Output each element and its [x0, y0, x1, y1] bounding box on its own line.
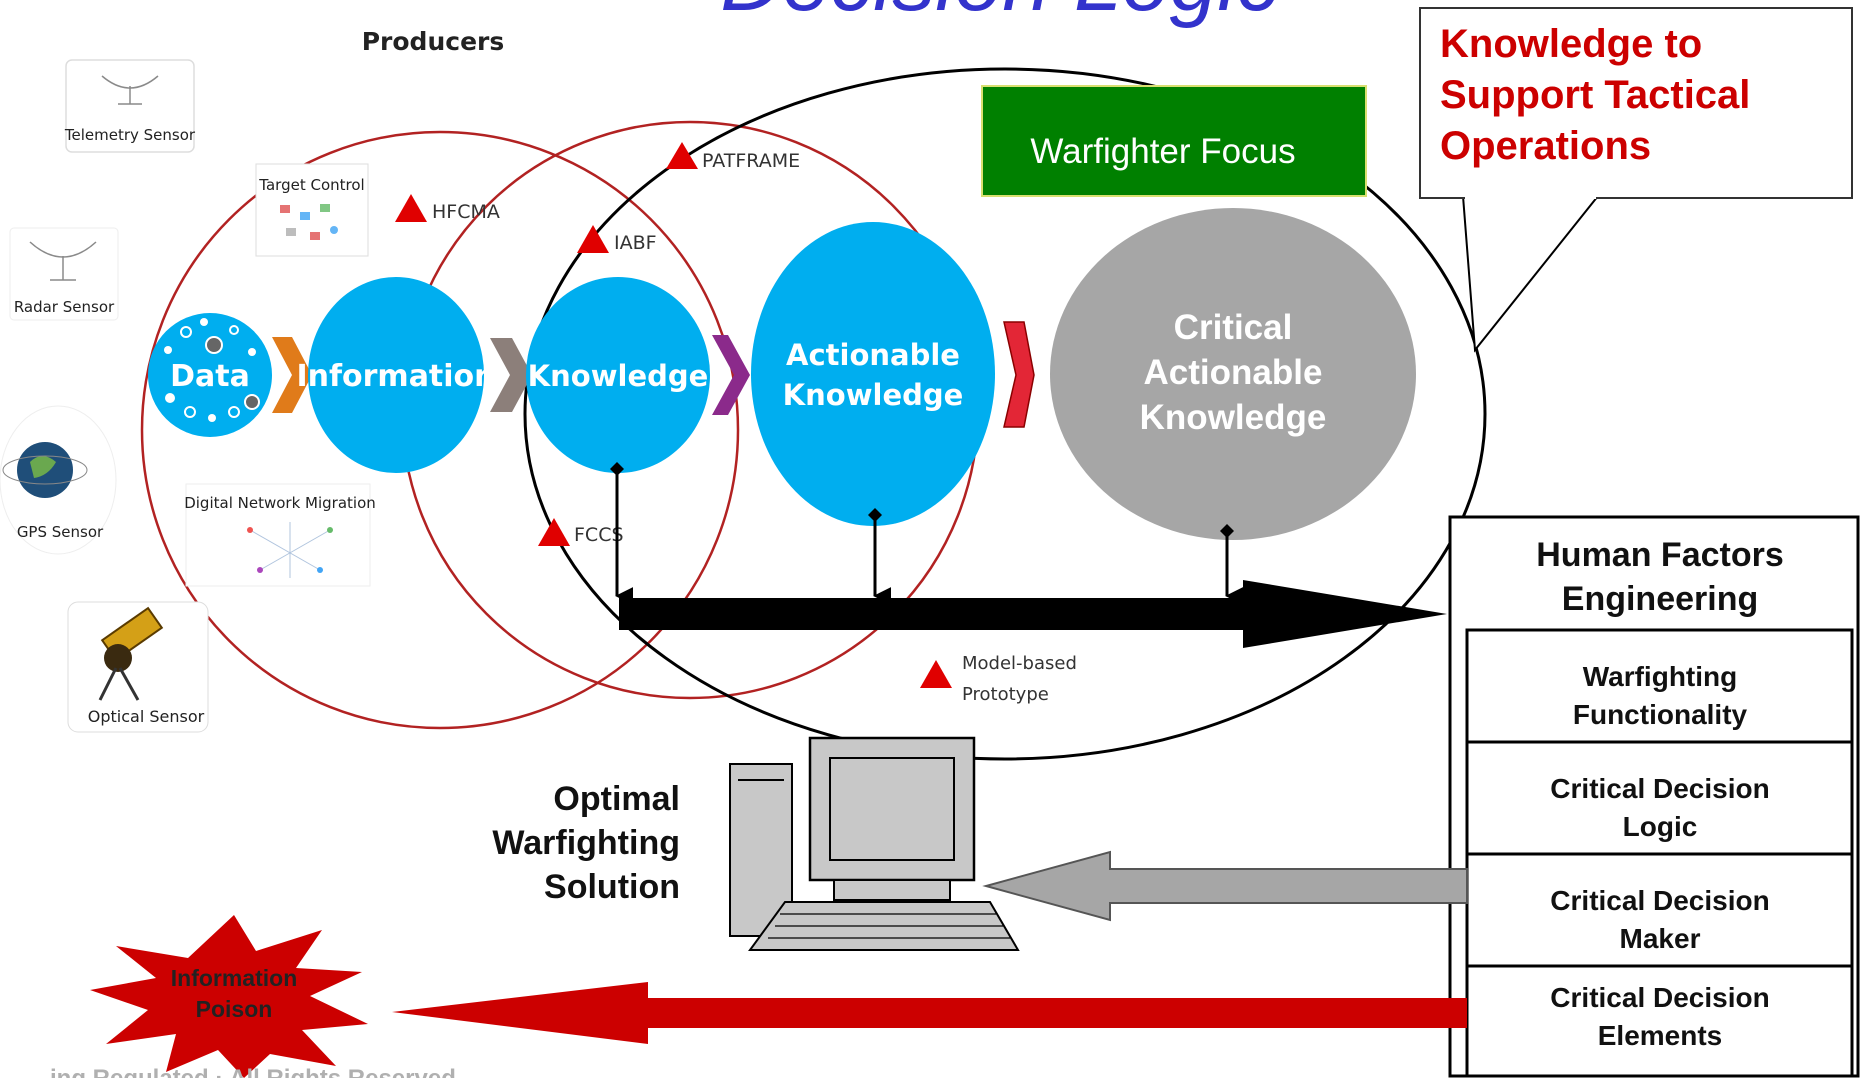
globe-icon	[2, 442, 88, 498]
model-based-label-2: Prototype	[962, 684, 1049, 705]
iabf-label: IABF	[614, 232, 657, 254]
knowledge-label: Knowledge	[528, 359, 709, 393]
starburst-icon	[90, 915, 368, 1078]
telemetry-sensor-label: Telemetry Sensor	[64, 126, 196, 144]
data-node: Data	[148, 313, 272, 437]
gps-sensor-label: GPS Sensor	[17, 523, 104, 541]
marker-fccs: FCCS	[538, 518, 624, 546]
producers-circle-left	[140, 130, 740, 730]
actionable-label-1: Actionable	[786, 338, 960, 372]
warfighter-focus-box	[981, 85, 1367, 197]
warning-triangle-icon	[538, 518, 570, 546]
information-label: Information	[296, 359, 495, 394]
hfe-row-elements	[1465, 964, 1854, 1078]
callout-line-3: Operations	[1440, 124, 1651, 168]
hfe-row-3-line-2: Maker	[1620, 923, 1701, 954]
producers-label: Producers	[362, 27, 505, 56]
model-based-label-1: Model-based	[962, 653, 1077, 674]
hfe-row-4-line-2: Elements	[1598, 1020, 1723, 1051]
knowledge-node: Knowledge	[526, 277, 710, 473]
radar-sensor-label: Radar Sensor	[14, 298, 115, 316]
marker-patframe: PATFRAME	[666, 142, 800, 172]
optical-sensor-label: Optical Sensor	[88, 707, 205, 726]
fccs-label: FCCS	[574, 524, 624, 546]
main-flow-arrow	[619, 580, 1447, 648]
hfe-row-1-line-1: Warfighting	[1583, 661, 1737, 692]
information-node: Information	[296, 277, 496, 473]
warning-triangle-icon	[920, 660, 952, 688]
information-poison-burst: Information Poison	[90, 915, 368, 1078]
critical-actionable-knowledge-node: Critical Actionable Knowledge	[1050, 208, 1416, 540]
marker-model-based-prototype: Model-based Prototype	[920, 653, 1077, 705]
feedback-arrow-gray	[982, 850, 1468, 922]
chevron-red-icon	[1003, 321, 1035, 428]
callout-line-1: Knowledge to	[1440, 22, 1702, 66]
solution-line-1: Optimal	[553, 780, 680, 818]
hfe-title-1: Human Factors	[1536, 536, 1784, 574]
hfe-title-2: Engineering	[1562, 580, 1758, 618]
warfighter-focus-label: Warfighter Focus	[1030, 132, 1295, 171]
connector-knowledge	[610, 462, 634, 605]
data-dots-decoration	[164, 318, 260, 422]
callout-pointer	[1462, 195, 1599, 353]
digital-network-migration-thumbnail: Digital Network Migration	[184, 483, 376, 587]
hfe-row-4-line-1: Critical Decision	[1550, 982, 1769, 1013]
warning-triangle-icon	[666, 142, 698, 169]
connector-actionable	[868, 508, 892, 605]
patframe-label: PATFRAME	[702, 150, 800, 172]
solution-line-3: Solution	[544, 868, 680, 906]
hfe-row-3-line-1: Critical Decision	[1550, 885, 1769, 916]
warfighter-focus-ellipse	[523, 67, 1487, 761]
chevron-purple-icon	[712, 335, 750, 415]
actionable-knowledge-node: Actionable Knowledge	[751, 222, 995, 526]
radar-dish-icon	[29, 241, 97, 281]
connector-critical	[1220, 524, 1244, 605]
hfe-row-2-line-2: Logic	[1623, 811, 1698, 842]
critical-label-3: Knowledge	[1140, 398, 1327, 437]
hfe-row-logic	[1465, 740, 1854, 856]
marker-iabf: IABF	[577, 225, 657, 254]
satellite-dish-icon	[101, 75, 159, 105]
telescope-icon	[98, 606, 164, 701]
poison-arrow-red	[392, 982, 1467, 1044]
hfe-row-2-line-1: Critical Decision	[1550, 773, 1769, 804]
target-control-thumbnail: Target Control	[255, 163, 369, 257]
callout-box	[1419, 7, 1853, 199]
warning-triangle-icon	[395, 194, 427, 222]
hfcma-label: HFCMA	[432, 201, 500, 223]
warning-triangle-icon	[577, 225, 609, 253]
telemetry-sensor: Telemetry Sensor	[64, 59, 196, 153]
chevron-gray-icon	[490, 338, 532, 412]
critical-label-2: Actionable	[1144, 353, 1323, 392]
chevron-orange-icon	[272, 337, 312, 413]
poison-label-1: Information	[171, 965, 298, 991]
digital-network-migration-label: Digital Network Migration	[184, 494, 376, 512]
optical-sensor: Optical Sensor	[67, 601, 209, 733]
poison-label-2: Poison	[196, 996, 273, 1022]
actionable-label-2: Knowledge	[783, 378, 964, 412]
hfe-row-1-line-2: Functionality	[1573, 699, 1748, 730]
page-title: Decision Logic	[720, 0, 1279, 29]
gps-sensor: GPS Sensor	[0, 405, 117, 555]
critical-label-1: Critical	[1174, 308, 1293, 347]
marker-hfcma: HFCMA	[395, 194, 500, 223]
footer-text: ...ing Regulated · All Rights Reserved	[30, 1065, 456, 1078]
callout-line-2: Support Tactical	[1440, 73, 1750, 117]
radar-sensor: Radar Sensor	[9, 227, 119, 321]
target-control-label: Target Control	[258, 176, 364, 194]
data-label: Data	[170, 359, 250, 394]
computer-icon	[729, 736, 1020, 951]
solution-line-2: Warfighting	[492, 824, 680, 862]
hfe-panel: Human Factors Engineering Warfighting Fu…	[1448, 515, 1860, 1078]
